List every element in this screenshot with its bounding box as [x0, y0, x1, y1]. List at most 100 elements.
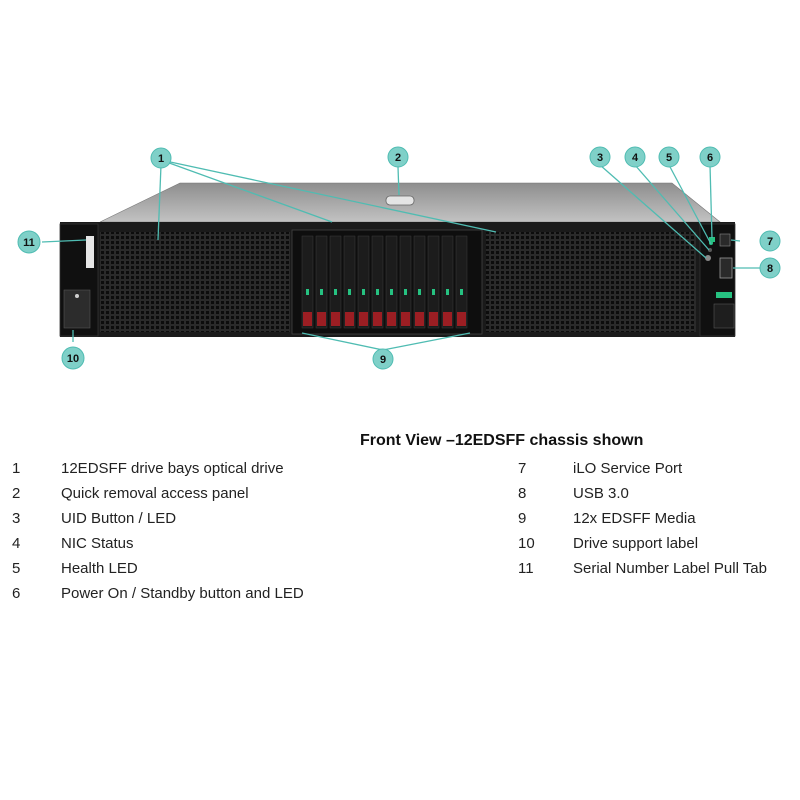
drive-bay[interactable]	[413, 235, 426, 329]
legend-number: 11	[518, 560, 534, 577]
drive-status-led	[446, 289, 449, 295]
callout-leader-lines	[41, 159, 760, 351]
legend-label: 12EDSFF drive bays optical drive	[61, 460, 284, 477]
drive-status-led	[390, 289, 393, 295]
legend-number: 1	[12, 460, 21, 477]
callout-10: 10	[61, 346, 85, 370]
legend-number: 10	[518, 535, 535, 552]
legend-label: Health LED	[61, 560, 138, 577]
brand-logo-mark	[75, 294, 79, 298]
drive-accent-stripe	[457, 312, 466, 326]
drive-status-led	[334, 289, 337, 295]
legend-item: 9 12x EDSFF Media	[518, 506, 767, 531]
usb-3-port[interactable]	[719, 257, 733, 279]
legend-label: USB 3.0	[573, 485, 629, 502]
legend-item: 4 NIC Status	[12, 531, 304, 556]
nic-status-led	[708, 248, 712, 252]
drive-status-led	[418, 289, 421, 295]
callout-number: 5	[666, 152, 672, 164]
drive-status-led	[320, 289, 323, 295]
legend-label: iLO Service Port	[573, 460, 683, 477]
legend-number: 3	[12, 510, 21, 527]
serial-label-pull-tab	[86, 236, 94, 268]
legend-label: NIC Status	[61, 535, 134, 552]
drive-bay[interactable]	[399, 235, 412, 329]
drive-bay[interactable]	[371, 235, 384, 329]
legend-number: 7	[518, 460, 527, 477]
legend-item: 7 iLO Service Port	[518, 456, 767, 481]
callout-6: 6	[699, 146, 721, 168]
power-standby-button[interactable]	[709, 237, 715, 242]
legend-label: Quick removal access panel	[61, 485, 249, 502]
drive-status-led	[362, 289, 365, 295]
legend-label: Power On / Standby button and LED	[61, 585, 304, 602]
drive-bay[interactable]	[329, 235, 342, 329]
callout-number: 4	[632, 152, 639, 164]
drive-bay[interactable]	[455, 235, 468, 329]
legend-item: 1 12EDSFF drive bays optical drive	[12, 456, 304, 481]
callout-8: 8	[759, 257, 781, 279]
drive-accent-stripe	[345, 312, 354, 326]
drive-accent-stripe	[443, 312, 452, 326]
drive-bay[interactable]	[441, 235, 454, 329]
drive-status-leds	[306, 289, 463, 295]
legend-item: 6 Power On / Standby button and LED	[12, 581, 304, 606]
callout-markers: 1 2 3 4 5 6 7 8	[17, 146, 781, 370]
drive-bay[interactable]	[301, 235, 314, 329]
drive-bay[interactable]	[343, 235, 356, 329]
access-panel-latch	[385, 195, 415, 206]
legend-label: Serial Number Label Pull Tab	[573, 560, 767, 577]
drive-accent-stripe	[359, 312, 368, 326]
drive-bays	[301, 235, 468, 329]
drive-accent-stripe	[429, 312, 438, 326]
callout-number: 6	[707, 152, 713, 164]
legend-number: 9	[518, 510, 527, 527]
callout-11: 11	[17, 230, 41, 254]
callout-number: 8	[767, 263, 773, 275]
callout-9: 9	[372, 348, 394, 370]
uid-button-led[interactable]	[705, 255, 711, 261]
legend-number: 4	[12, 535, 21, 552]
drive-accent-stripe	[331, 312, 340, 326]
callout-1: 1	[150, 147, 172, 169]
left-ventilation-grille	[100, 232, 290, 332]
drive-accent-stripe	[401, 312, 410, 326]
callout-number: 11	[23, 237, 35, 249]
drive-status-led	[404, 289, 407, 295]
legend-label: 12x EDSFF Media	[573, 510, 696, 527]
callout-3: 3	[589, 146, 611, 168]
legend-number: 5	[12, 560, 21, 577]
callout-2: 2	[387, 146, 409, 168]
ilo-service-port[interactable]	[719, 233, 731, 247]
model-label-plate	[713, 303, 735, 329]
legend-number: 6	[12, 585, 21, 602]
model-badge	[716, 292, 732, 298]
legend-item: 3 UID Button / LED	[12, 506, 304, 531]
drive-bay[interactable]	[385, 235, 398, 329]
drive-status-led	[432, 289, 435, 295]
drive-accent-stripe	[373, 312, 382, 326]
drive-accent-stripe	[415, 312, 424, 326]
callout-7: 7	[759, 230, 781, 252]
drive-accent-stripe	[303, 312, 312, 326]
drive-status-led	[348, 289, 351, 295]
drive-bay[interactable]	[315, 235, 328, 329]
right-ventilation-grille	[486, 232, 696, 332]
callout-number: 2	[395, 152, 401, 164]
drive-bay[interactable]	[357, 235, 370, 329]
callout-number: 7	[767, 236, 773, 248]
drive-status-led	[306, 289, 309, 295]
callout-number: 10	[67, 353, 79, 365]
callout-number: 1	[158, 153, 164, 165]
drive-status-led	[376, 289, 379, 295]
legend-label: UID Button / LED	[61, 510, 177, 527]
drive-bay[interactable]	[427, 235, 440, 329]
callout-5: 5	[658, 146, 680, 168]
drive-accent-stripe	[387, 312, 396, 326]
callout-4: 4	[624, 146, 646, 168]
legend-item: 11 Serial Number Label Pull Tab	[518, 556, 767, 581]
